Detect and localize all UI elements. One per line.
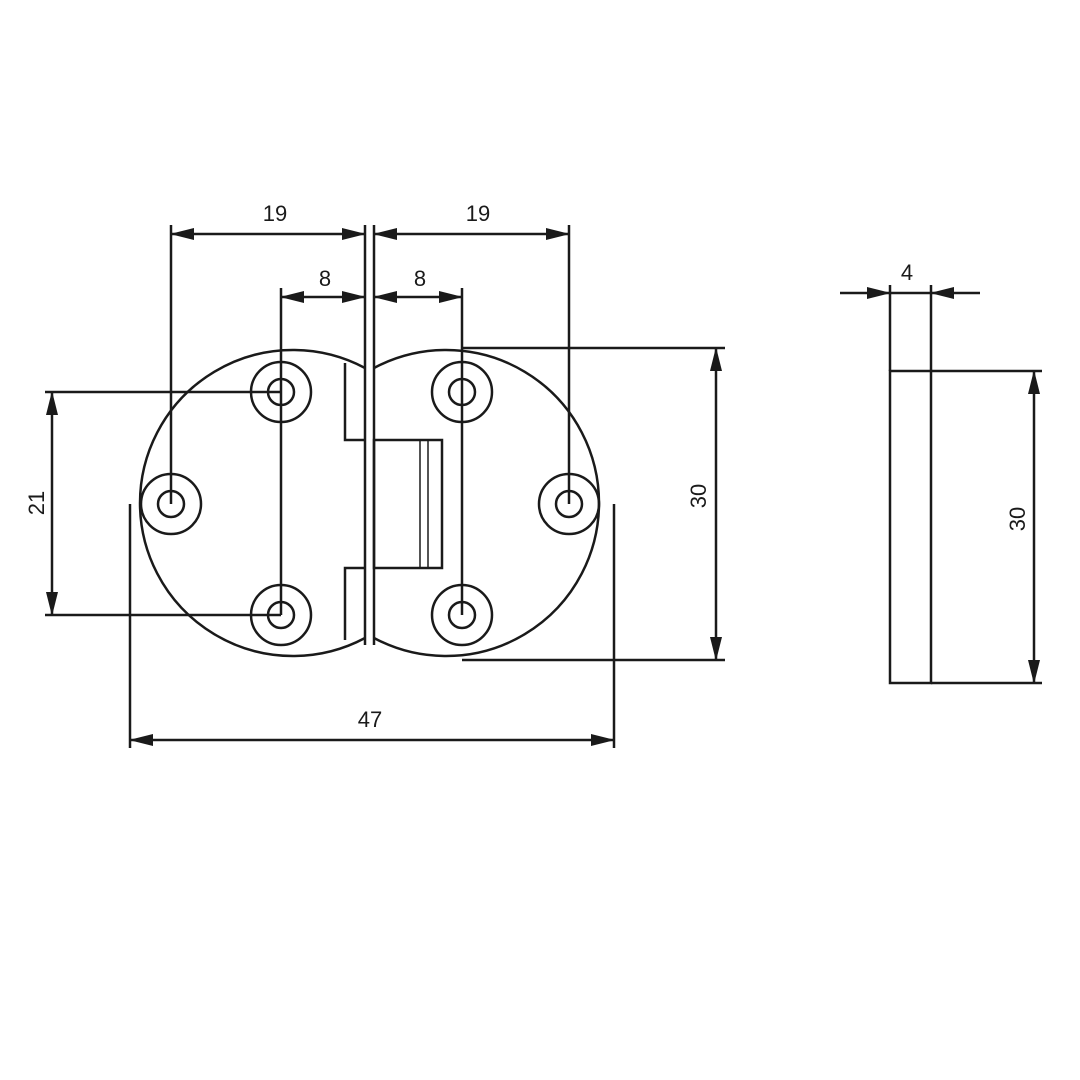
dim-label-30-front: 30 xyxy=(686,484,711,508)
dim-label-47: 47 xyxy=(358,707,382,732)
dim-label-8-left: 8 xyxy=(319,266,331,291)
dim-label-30-side: 30 xyxy=(1005,507,1030,531)
side-view: 4 30 xyxy=(840,260,1042,685)
dim-label-19-right: 19 xyxy=(466,201,490,226)
hinge-knuckle xyxy=(372,438,444,570)
dim-label-4: 4 xyxy=(901,260,913,285)
dim-label-21: 21 xyxy=(24,491,49,515)
right-leaf-outline xyxy=(373,348,601,658)
front-view: 19 19 8 8 21 47 30 xyxy=(24,201,725,748)
dim-label-19-left: 19 xyxy=(263,201,287,226)
dim-label-8-right: 8 xyxy=(414,266,426,291)
side-profile xyxy=(888,369,933,685)
left-recess-lower xyxy=(343,566,365,640)
left-recess xyxy=(343,363,365,442)
